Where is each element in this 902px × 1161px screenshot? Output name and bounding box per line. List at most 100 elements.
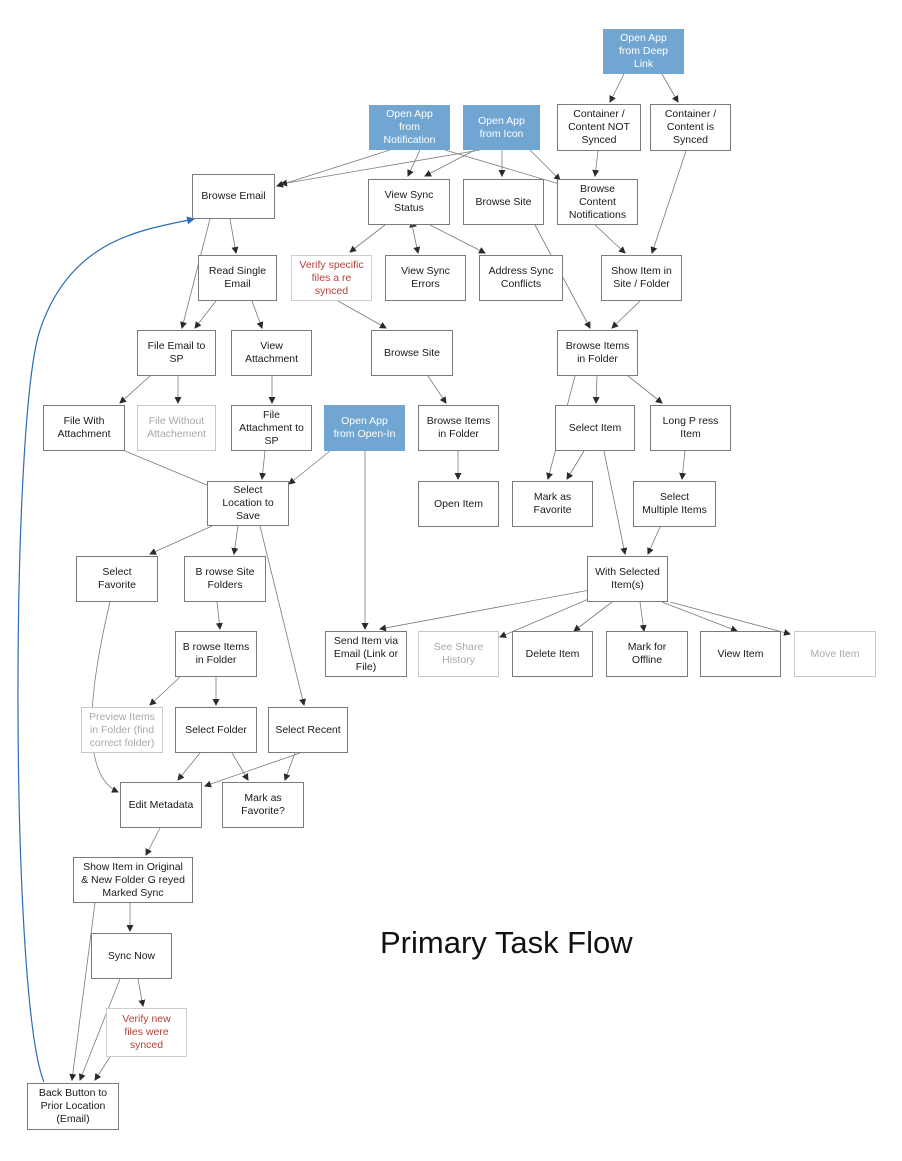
connector-arrow [229, 218, 239, 254]
file-without-attachment-node: File Without Attachement [137, 405, 216, 451]
browse-content-notifications-node: Browse Content Notifications [557, 179, 638, 225]
connector-arrow [566, 450, 585, 480]
connector-arrow [78, 978, 121, 1081]
view-item-node: View Item [700, 631, 781, 677]
connector-arrow [592, 150, 600, 177]
delete-item-node: Delete Item [512, 631, 593, 677]
connector-arrow [603, 450, 628, 555]
connector-arrow [177, 752, 201, 781]
connector-arrow [280, 149, 481, 187]
file-attachment-sp-node: File Attachment to SP [231, 405, 312, 451]
connector-arrow [259, 525, 306, 706]
view-attachment-node: View Attachment [231, 330, 312, 376]
select-location-save-node: Select Location to Save [207, 481, 289, 526]
connector-arrow [650, 150, 687, 254]
open-app-deep-link-node: Open App from Deep Link [603, 29, 684, 74]
connector-arrow [661, 73, 679, 103]
connector-arrow [259, 450, 267, 480]
connector-arrow [594, 224, 626, 254]
file-with-attachment-node: File With Attachment [43, 405, 125, 451]
connector-arrow [124, 450, 215, 489]
view-sync-errors-node: View Sync Errors [385, 255, 466, 301]
connector-arrow [215, 601, 223, 630]
connector-arrow [137, 978, 146, 1007]
address-sync-conflicts-node: Address Sync Conflicts [479, 255, 563, 301]
connector-arrow [349, 224, 386, 253]
connector-arrow [647, 526, 661, 555]
connector-arrow [661, 601, 738, 633]
select-multiple-items-node: Select Multiple Items [633, 481, 716, 527]
with-selected-items-node: With Selected Item(s) [587, 556, 668, 602]
connector-arrow [407, 149, 421, 177]
connector-arrow [204, 752, 301, 788]
connector-arrow [149, 525, 213, 555]
mark-favorite-question-node: Mark as Favorite? [222, 782, 304, 828]
edit-metadata-node: Edit Metadata [120, 782, 202, 828]
open-app-notification-node: Open App from Notification [369, 105, 450, 150]
select-folder-node: Select Folder [175, 707, 257, 753]
connector-arrow [529, 149, 561, 181]
connector-arrow [609, 73, 625, 103]
browse-site-mid-node: Browse Site [371, 330, 453, 376]
open-item-node: Open Item [418, 481, 499, 527]
browse-items-folder-right-node: Browse Items in Folder [557, 330, 638, 376]
browse-site-folders-node: B rowse Site Folders [184, 556, 266, 602]
view-sync-status-node: View Sync Status [368, 179, 450, 225]
container-not-synced-node: Container / Content NOT Synced [557, 104, 641, 151]
file-email-sp-node: File Email to SP [137, 330, 216, 376]
show-item-site-folder-node: Show Item in Site / Folder [601, 255, 682, 301]
connector-arrow [427, 375, 447, 404]
select-item-node: Select Item [555, 405, 635, 451]
diagram-title: Primary Task Flow [380, 925, 633, 960]
connector-arrow [379, 589, 591, 632]
connector-arrow [149, 676, 181, 706]
connector-arrow [639, 601, 647, 632]
verify-new-files-node: Verify new files were synced [106, 1008, 187, 1057]
browse-site-top-node: Browse Site [463, 179, 544, 225]
verify-specific-files-node: Verify specific files a re synced [291, 255, 372, 301]
connector-arrow [573, 601, 613, 632]
connector-arrow [499, 594, 599, 638]
connector-arrow [231, 525, 239, 555]
back-to-browse-email-link [17, 216, 195, 1083]
connector-arrow [91, 601, 119, 793]
connector-arrow [679, 450, 687, 480]
long-press-item-node: Long P ress Item [650, 405, 731, 451]
browse-items-folder-left-node: B rowse Items in Folder [175, 631, 257, 677]
connector-arrow [94, 1056, 111, 1081]
connector-arrow [288, 450, 331, 485]
mark-favorite-right-node: Mark as Favorite [512, 481, 593, 527]
browse-items-folder-mid-node: Browse Items in Folder [418, 405, 499, 451]
connector-arrow [429, 224, 486, 254]
browse-email-node: Browse Email [192, 174, 275, 219]
connector-arrow [627, 375, 663, 404]
open-app-icon-node: Open App from Icon [463, 105, 540, 150]
connector-arrow [611, 300, 641, 329]
connector-arrow [411, 224, 421, 254]
connector-arrow [409, 221, 417, 228]
connector-arrow [444, 149, 567, 188]
connector-arrow [424, 149, 476, 177]
connector-arrow [180, 218, 211, 329]
connector-arrow [283, 752, 296, 781]
connector-arrow [69, 902, 96, 1081]
open-app-open-in-node: Open App from Open-In [324, 405, 405, 451]
connector-arrow [592, 375, 600, 404]
connector-arrow [145, 827, 161, 856]
connector-arrow [337, 300, 387, 329]
mark-offline-node: Mark for Offline [606, 631, 688, 677]
container-synced-node: Container / Content is Synced [650, 104, 731, 151]
connector-arrow [669, 601, 791, 636]
move-item-node: Move Item [794, 631, 876, 677]
connector-arrow [119, 375, 151, 404]
connector-arrow [231, 752, 249, 781]
select-recent-node: Select Recent [268, 707, 348, 753]
back-button-node: Back Button to Prior Location (Email) [27, 1083, 119, 1130]
connector-arrow [194, 300, 217, 329]
read-single-email-node: Read Single Email [198, 255, 277, 301]
send-item-email-node: Send Item via Email (Link or File) [325, 631, 407, 677]
connector-arrow [276, 149, 391, 188]
see-share-history-node: See Share History [418, 631, 499, 677]
show-item-original-node: Show Item in Original & New Folder G rey… [73, 857, 193, 903]
